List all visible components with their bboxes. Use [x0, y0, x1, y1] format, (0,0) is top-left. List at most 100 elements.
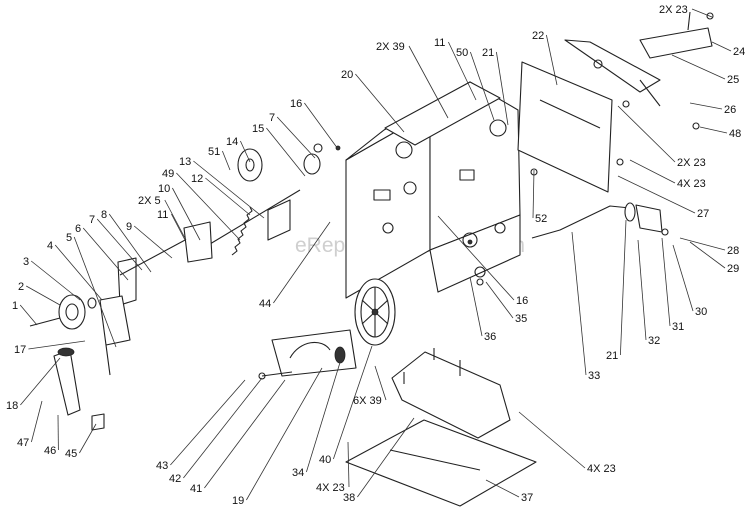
leader-line-c-40	[333, 345, 373, 460]
callout-label-c-2: 2	[18, 281, 24, 293]
callout-label-c-2x5: 2X 5	[138, 195, 161, 207]
leader-line-c-7b	[276, 116, 316, 159]
callout-label-c-2x23b: 2X 23	[677, 157, 706, 169]
callout-label-c-48: 48	[729, 128, 741, 140]
callout-label-c-9: 9	[126, 221, 132, 233]
callout-label-c-19: 19	[232, 495, 244, 507]
leader-line-c-35	[485, 281, 514, 319]
callout-label-c-16a: 16	[290, 98, 302, 110]
leader-line-c-24	[711, 41, 732, 52]
callout-label-c-21b: 21	[606, 350, 618, 362]
leader-line-c-20	[355, 73, 405, 133]
leader-line-c-44	[273, 221, 331, 304]
speed-lever	[53, 347, 105, 431]
callout-label-c-4x23b: 4X 23	[316, 482, 345, 494]
callout-label-c-33: 33	[588, 370, 600, 382]
callout-label-c-24: 24	[733, 46, 745, 58]
leader-line-c-1	[19, 304, 38, 326]
leader-line-c-42	[183, 377, 263, 479]
leader-line-c-34	[306, 355, 343, 473]
shift-rod	[531, 202, 669, 239]
callout-label-c-45: 45	[65, 448, 77, 460]
callout-label-c-4x23a: 4X 23	[677, 178, 706, 190]
callout-label-c-41: 41	[190, 483, 202, 495]
leader-line-c-22	[546, 34, 558, 86]
callout-label-c-28: 28	[727, 245, 739, 257]
callout-label-c-6x39: 6X 39	[353, 395, 382, 407]
leader-line-c-52	[532, 169, 535, 219]
leader-line-c-6	[82, 227, 129, 281]
leader-line-c-32	[637, 239, 647, 341]
leader-line-c-2x39	[408, 45, 449, 119]
leader-line-c-16a	[304, 102, 339, 150]
callout-label-c-26: 26	[724, 104, 736, 116]
leader-line-c-2x23b	[617, 105, 676, 163]
callout-label-c-12: 12	[191, 173, 203, 185]
leader-line-c-9	[133, 225, 173, 259]
support-plate	[391, 348, 511, 439]
callout-label-c-20: 20	[341, 69, 353, 81]
wheel-pulley	[354, 278, 396, 346]
leader-line-c-48	[699, 126, 728, 134]
leader-line-c-38	[357, 417, 415, 498]
callout-label-c-1: 1	[12, 300, 18, 312]
callout-label-c-22: 22	[532, 30, 544, 42]
callout-label-c-11a: 11	[157, 209, 168, 221]
callout-label-c-37: 37	[521, 492, 533, 504]
callout-label-c-50: 50	[456, 47, 468, 59]
callout-label-c-17: 17	[14, 344, 26, 356]
leader-line-c-25	[671, 54, 726, 80]
callout-label-c-15: 15	[252, 123, 264, 135]
leader-line-c-31	[661, 237, 671, 327]
callout-label-c-27: 27	[697, 208, 709, 220]
callout-label-c-47: 47	[17, 437, 29, 449]
leader-line-c-2	[26, 285, 61, 306]
callout-label-c-49: 49	[162, 168, 174, 180]
leader-line-c-28	[679, 237, 726, 251]
leader-line-c-3	[30, 260, 81, 301]
callout-label-c-29: 29	[727, 263, 739, 275]
leader-line-c-4x23b	[347, 441, 350, 488]
leader-line-c-19	[246, 367, 323, 501]
callout-label-c-11b: 11	[434, 37, 445, 49]
leader-line-c-4x23a	[629, 159, 676, 184]
callout-label-c-34: 34	[292, 467, 304, 479]
leader-line-c-41	[204, 379, 286, 489]
leader-line-c-49	[176, 172, 241, 241]
callout-label-c-2x23a: 2X 23	[659, 4, 688, 16]
hardware-small	[474, 12, 714, 286]
leader-line-c-37	[485, 479, 520, 498]
callout-label-c-30: 30	[695, 306, 707, 318]
leader-lines	[19, 8, 732, 501]
leader-line-c-51	[222, 150, 231, 171]
leader-line-c-14	[240, 140, 251, 163]
leader-line-c-2x23a	[691, 8, 713, 18]
callout-label-c-40: 40	[319, 454, 331, 466]
callout-label-c-5: 5	[66, 232, 72, 244]
leader-line-c-11b	[448, 41, 477, 101]
callout-label-c-2x39: 2X 39	[376, 41, 405, 53]
callout-label-c-14: 14	[226, 136, 238, 148]
callout-label-c-38: 38	[343, 492, 355, 504]
callout-label-c-31: 31	[672, 321, 684, 333]
callout-label-c-10: 10	[158, 183, 170, 195]
leader-line-c-6x39	[374, 365, 387, 401]
leader-line-c-8	[108, 213, 152, 273]
leader-line-c-16b	[437, 215, 515, 301]
leader-line-c-17	[28, 340, 86, 350]
callout-label-c-42: 42	[169, 473, 181, 485]
leader-line-c-47	[31, 400, 43, 443]
frame-housing	[345, 81, 521, 299]
handle-bracket	[564, 11, 713, 107]
leader-line-c-15	[266, 127, 306, 177]
leader-line-c-4	[54, 244, 103, 301]
callout-label-c-35: 35	[515, 313, 527, 325]
left-lever-assembly	[99, 221, 213, 376]
callout-label-c-46: 46	[44, 445, 56, 457]
leader-line-c-10	[172, 187, 201, 241]
callout-label-c-52: 52	[535, 213, 547, 225]
idler-bracket	[258, 329, 357, 380]
spring	[231, 206, 253, 256]
